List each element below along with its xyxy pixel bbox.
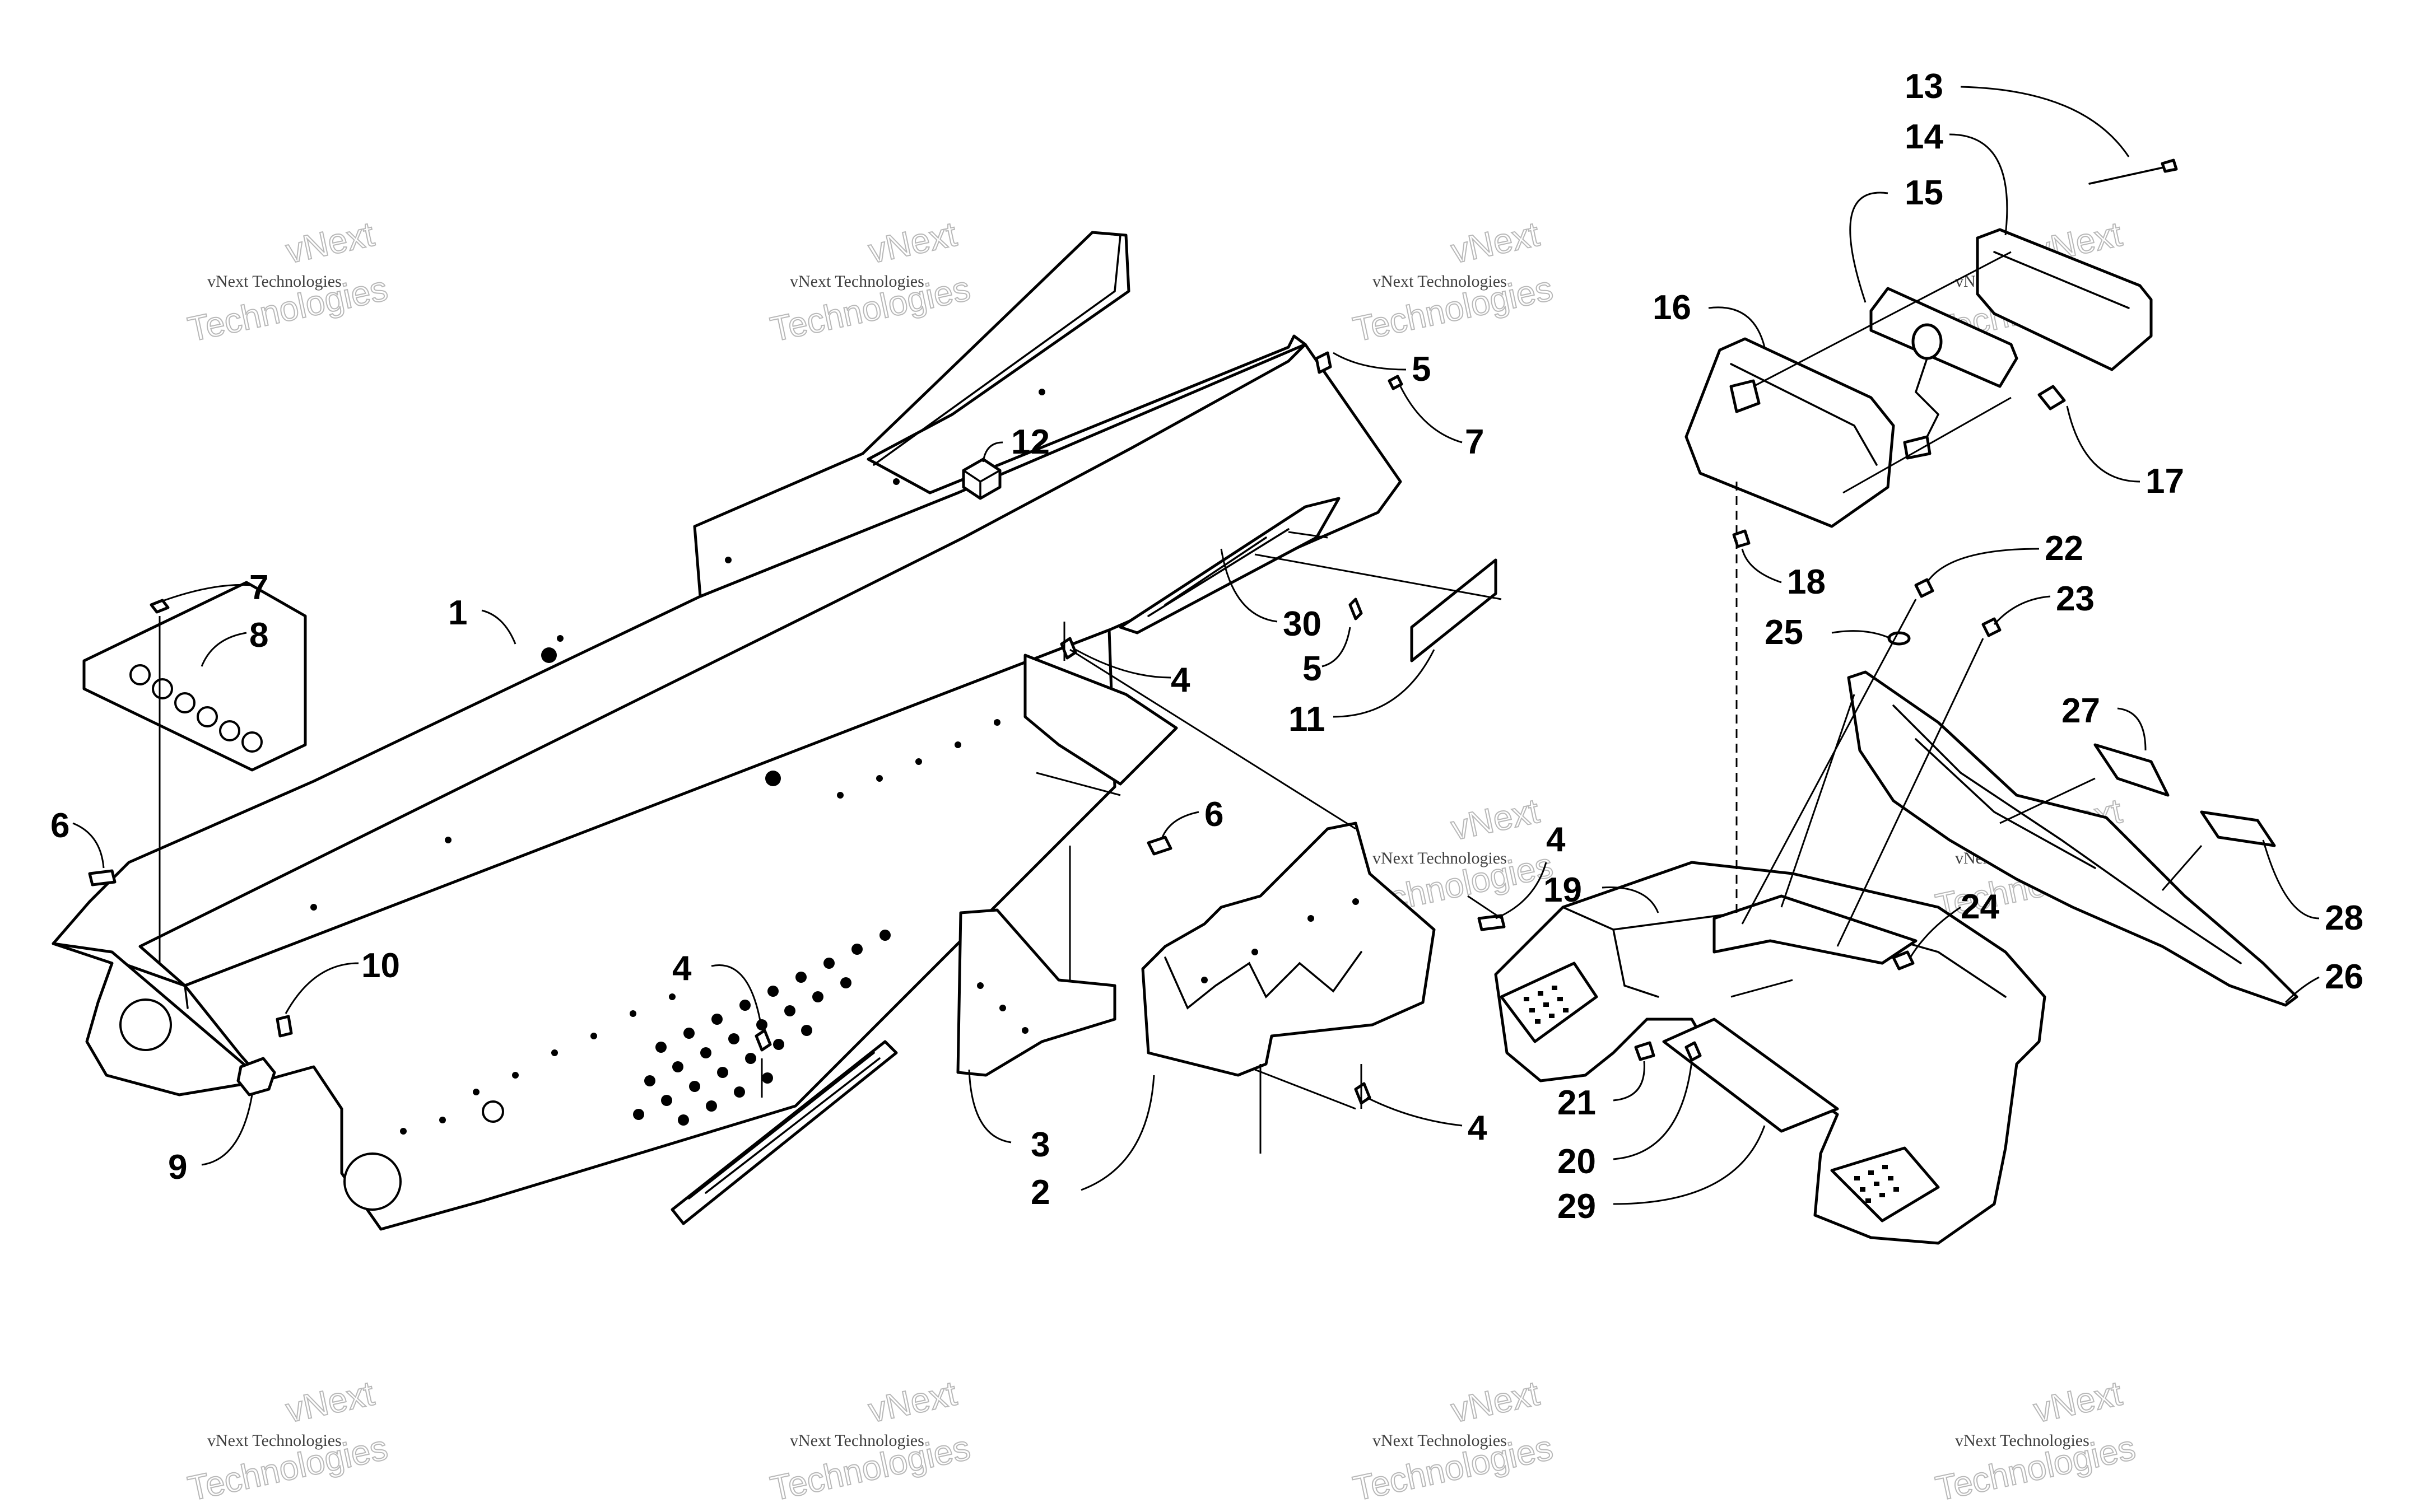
watermark-line1: vNext	[1448, 1374, 1542, 1430]
callout-10: 10	[361, 946, 400, 985]
part-13-screw	[2088, 164, 2175, 185]
callout-4: 4	[1171, 661, 1190, 699]
callout-17: 17	[2146, 462, 2184, 501]
tunnel-hole-pattern	[633, 930, 891, 1126]
bumper-step-grid-right	[1830, 1146, 1940, 1222]
part-15-gasket	[1869, 287, 2018, 388]
callout-28: 28	[2325, 899, 2363, 937]
part-2-guard	[1141, 822, 1436, 1077]
callout-14: 14	[1905, 118, 1943, 156]
part-6-pad	[1147, 836, 1172, 856]
callout-15: 15	[1905, 174, 1943, 212]
callout-4: 4	[1468, 1109, 1487, 1147]
callout-30: 30	[1283, 605, 1321, 643]
part-8-heat-shield	[82, 581, 307, 772]
part-20-bolt	[1684, 1041, 1702, 1062]
watermark: vNext vNext Technologies Technologies	[767, 1374, 974, 1509]
callout-18: 18	[1787, 563, 1826, 601]
callout-13: 13	[1905, 67, 1943, 106]
callout-24: 24	[1961, 888, 1999, 926]
callout-11: 11	[1288, 700, 1325, 739]
part-28-decal	[2200, 810, 2276, 847]
watermark: vNext vNext Technologies Technologies	[767, 214, 974, 350]
callout-16: 16	[1653, 288, 1691, 327]
part-30-decal	[1119, 497, 1341, 634]
watermark: vNext vNext Technologies Technologies	[1349, 1374, 1557, 1509]
watermark-line1: vNext	[282, 215, 377, 271]
watermark: vNext vNext Technologies Technologies	[1932, 1374, 2139, 1509]
callout-8: 8	[249, 616, 268, 655]
callout-6: 6	[50, 806, 69, 845]
part-14-lens	[1976, 228, 2153, 371]
callout-5: 5	[1412, 350, 1431, 389]
leader-lines	[72, 86, 2320, 1205]
part-24-fastener	[1892, 950, 1915, 970]
watermark-line2: vNext Technologies	[207, 1431, 342, 1450]
part-6-pad	[88, 869, 117, 886]
watermark-line1: vNext	[2030, 1374, 2125, 1430]
fasteners	[150, 351, 1506, 1105]
callout-labels: 1 2 3 4 4 4 4 5 5 6 6 7 7 8 9 10 11 12 1…	[50, 67, 2363, 1226]
callout-19: 19	[1543, 871, 1582, 909]
part-9-clip	[236, 1057, 276, 1096]
callout-25: 25	[1765, 613, 1803, 652]
watermark-line2: vNext Technologies	[207, 272, 342, 291]
callout-2: 2	[1031, 1173, 1050, 1212]
watermark-line1: vNext	[865, 1374, 960, 1430]
watermark-line2: vNext Technologies	[1372, 1431, 1507, 1450]
watermark: vNext vNext Technologies Technologies	[184, 214, 392, 350]
part-11-decal	[1410, 558, 1497, 662]
part-27-decal	[2093, 743, 2170, 797]
callout-4: 4	[672, 949, 692, 988]
callout-12: 12	[1011, 423, 1050, 461]
wear-strip	[671, 1040, 898, 1225]
callout-4: 4	[1546, 820, 1566, 859]
callout-1: 1	[448, 594, 467, 632]
callout-5: 5	[1302, 650, 1321, 688]
callout-21: 21	[1557, 1084, 1596, 1122]
tail-light-assembly	[1684, 158, 2178, 548]
callout-26: 26	[2325, 958, 2363, 996]
callout-7: 7	[1465, 423, 1484, 461]
part-22-screw	[1914, 578, 1934, 598]
tunnel-upper-rail	[138, 343, 1307, 987]
callout-6: 6	[1204, 795, 1223, 834]
part-29-strip	[1662, 1018, 1839, 1133]
watermark-line2: vNext Technologies	[1372, 272, 1507, 291]
watermark: vNext vNext Technologies Technologies	[184, 1374, 392, 1509]
part-17-bulb	[2037, 385, 2066, 410]
watermark-line2: vNext Technologies	[790, 272, 924, 291]
watermark-line2: vNext Technologies	[1955, 1431, 2089, 1450]
part-15-wire	[1914, 357, 1940, 449]
callout-20: 20	[1557, 1142, 1596, 1181]
watermark: vNext vNext Technologies Technologies	[1349, 214, 1557, 350]
bumper-step-grid-left	[1500, 962, 1598, 1043]
part-10-clip	[276, 1015, 293, 1038]
part-26-snow-flap	[1847, 670, 2298, 1007]
watermark-line1: vNext	[1448, 215, 1542, 271]
watermark-line2: vNext Technologies	[1372, 849, 1507, 867]
watermark-line1: vNext	[282, 1374, 377, 1430]
callout-29: 29	[1557, 1187, 1596, 1226]
callout-3: 3	[1031, 1126, 1050, 1164]
callout-22: 22	[2045, 529, 2083, 568]
part-21-nut	[1634, 1041, 1655, 1061]
watermark-line1: vNext	[865, 215, 960, 271]
watermark-line1: vNext	[1448, 792, 1542, 848]
callout-27: 27	[2061, 692, 2100, 730]
callout-23: 23	[2056, 580, 2095, 618]
callout-7: 7	[249, 568, 268, 607]
watermark-line2: vNext Technologies	[790, 1431, 924, 1450]
part-3-bracket	[956, 908, 1116, 1077]
callout-9: 9	[168, 1148, 187, 1187]
tunnel-side-bracket	[1023, 654, 1178, 786]
part-1-tunnel	[52, 231, 1402, 1231]
